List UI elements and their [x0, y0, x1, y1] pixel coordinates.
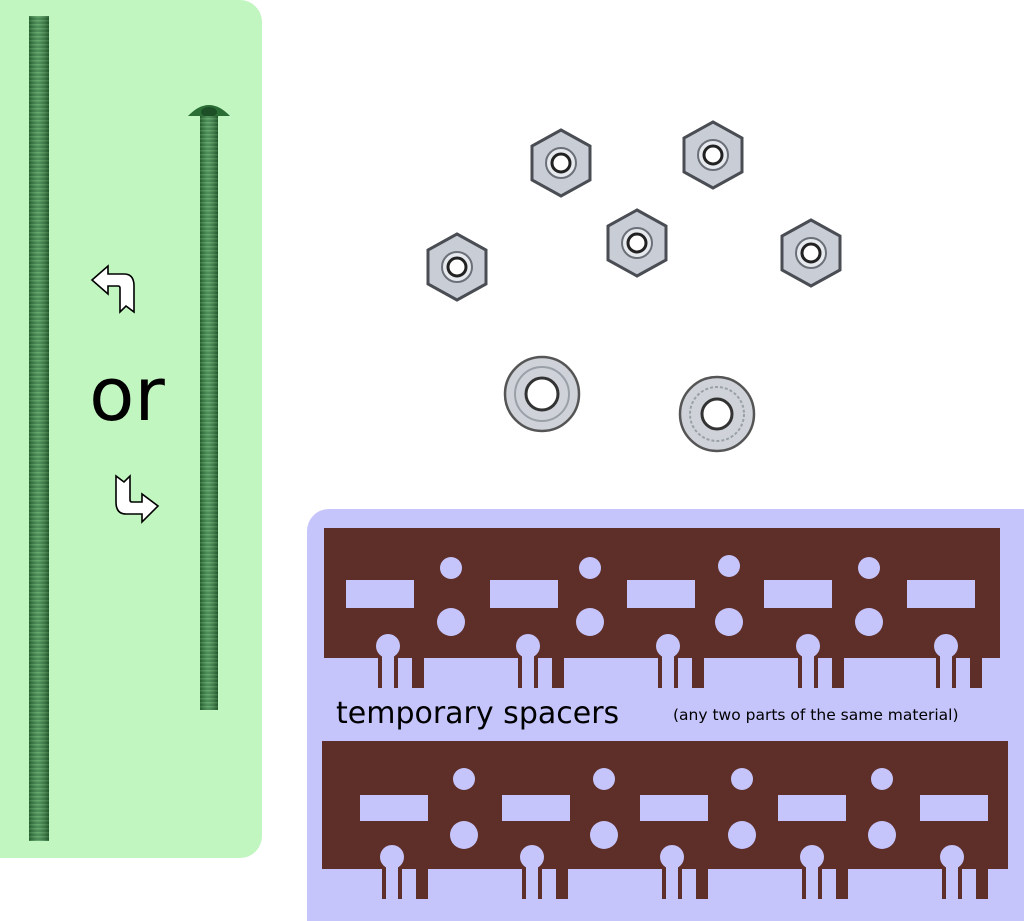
- hex-nut: [426, 232, 488, 302]
- arrow-curved-up-left-icon: [90, 264, 135, 314]
- spacer-board: [324, 528, 1000, 690]
- hex-nut: [682, 120, 744, 190]
- long-bolt: [188, 105, 230, 710]
- washer: [678, 375, 756, 453]
- spacers-note: (any two parts of the same material): [673, 706, 959, 724]
- rod-options-panel: or: [0, 0, 262, 858]
- hex-nut: [780, 218, 842, 288]
- spacers-label: temporary spacers: [336, 696, 620, 731]
- washer: [503, 355, 581, 433]
- arrow-curved-down-right-icon: [115, 474, 160, 524]
- hex-nut: [606, 208, 668, 278]
- threaded-rod: [29, 16, 49, 841]
- spacer-board: [322, 741, 1008, 901]
- hex-nut: [530, 128, 592, 198]
- or-label: or: [89, 352, 165, 438]
